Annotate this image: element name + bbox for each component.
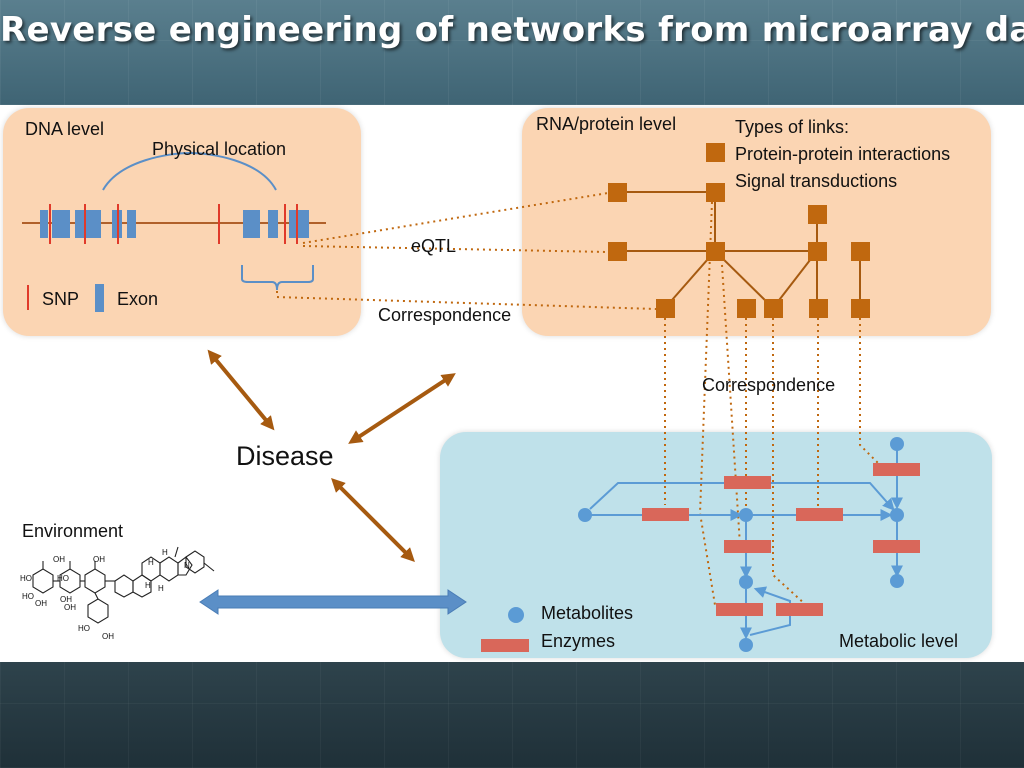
enzyme-legend-icon [481,639,529,652]
physical-location-label: Physical location [152,139,287,159]
metabolite-legend-icon [508,607,524,623]
atom-label: OH [93,555,105,564]
metabolic-level-title: Metabolic level [839,631,959,651]
atom-label: OH [53,555,65,564]
atom-label: HO [22,592,34,601]
protein-nodes [608,183,870,318]
metabolite-nodes [578,437,904,652]
correspondence-label-middle: Correspondence [702,375,836,395]
environment-molecule-structure [32,546,215,624]
atom-label: OH [35,599,47,608]
snp-markers [49,204,298,244]
atom-label: H [148,558,154,567]
link-type-protein-protein: Protein-protein interactions [735,144,951,164]
link-type-legend-icon [706,143,725,162]
atom-label: N [184,561,190,570]
atom-label: H [145,581,151,590]
rna-protein-level-title: RNA/protein level [536,114,677,134]
eqtl-label: eQTL [411,236,457,256]
exon-legend-icon [95,284,104,312]
metabolites-legend-label: Metabolites [541,603,634,623]
network-diagram [22,143,920,652]
atom-label: HO [78,624,90,633]
correspondence-label-left: Correspondence [378,305,512,325]
atom-label: OH [64,603,76,612]
atom-label: H [158,584,164,593]
gene-region-brace [241,265,314,291]
atom-label: HO [20,574,32,583]
enzyme-bars [642,463,920,616]
environment-label: Environment [22,521,124,541]
dna-level-title: DNA level [25,119,105,139]
enzymes-legend-label: Enzymes [541,631,616,651]
slide-content: DNA level Physical location SNP Exon RNA… [0,105,1024,662]
disease-label: Disease [236,441,334,471]
link-type-signal-transductions: Signal transductions [735,171,898,191]
rna-protein-level-panel [522,108,991,336]
link-types-title: Types of links: [735,117,850,137]
snp-legend-label: SNP [42,289,80,309]
exon-legend-label: Exon [117,289,159,309]
disease-arrows [207,349,456,562]
slide-title: Reverse engineering of networks from mic… [0,10,1024,50]
environment-arrow [199,589,467,615]
physical-location-arc [102,151,277,191]
slide-header: Reverse engineering of networks from mic… [0,0,1024,105]
slide-footer [0,662,1024,768]
dotted-connections [276,192,879,606]
atom-label: OH [60,595,72,604]
atom-label: OH [102,632,114,641]
atom-label: HO [57,574,69,583]
atom-label: H [162,548,168,557]
